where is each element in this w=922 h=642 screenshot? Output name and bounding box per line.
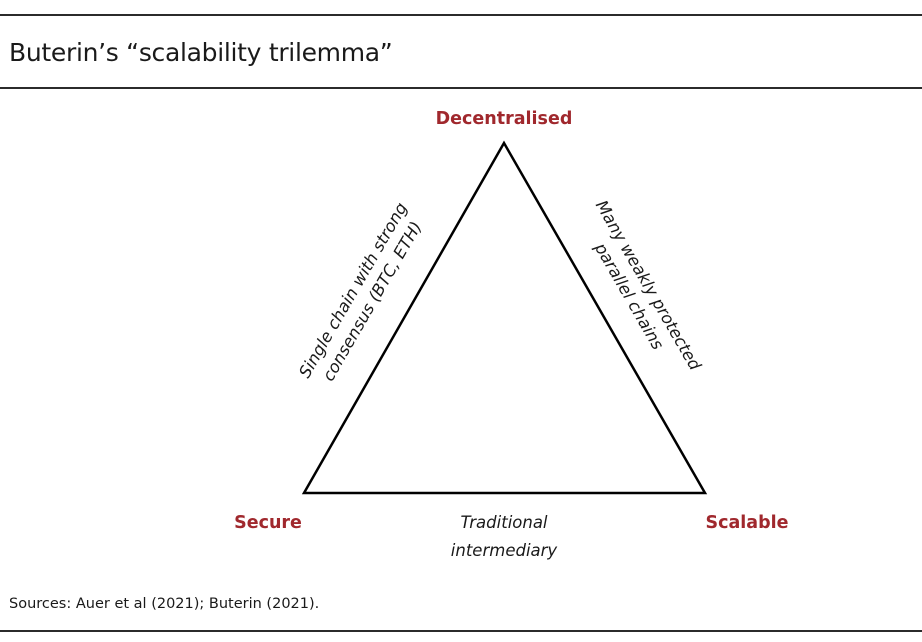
bottom-edge-line-1: Traditional bbox=[460, 513, 547, 532]
left-edge-line-1: Single chain with strong bbox=[295, 199, 411, 381]
bottom-edge-line-2: intermediary bbox=[451, 541, 558, 560]
left-edge-label: Single chain with strong consensus (BTC,… bbox=[295, 199, 425, 384]
vertex-label-decentralised: Decentralised bbox=[436, 109, 573, 129]
top-rule bbox=[0, 14, 922, 16]
title-rule bbox=[0, 87, 922, 89]
figure-title: Buterin’s “scalability trilemma” bbox=[9, 38, 393, 67]
trilemma-triangle bbox=[301, 140, 708, 495]
vertex-label-secure: Secure bbox=[234, 513, 302, 533]
source-note: Sources: Auer et al (2021); Buterin (202… bbox=[9, 596, 320, 612]
bottom-rule bbox=[0, 630, 922, 632]
vertex-label-scalable: Scalable bbox=[706, 513, 789, 533]
right-edge-label: Many weakly protected parallel chains bbox=[590, 197, 704, 374]
